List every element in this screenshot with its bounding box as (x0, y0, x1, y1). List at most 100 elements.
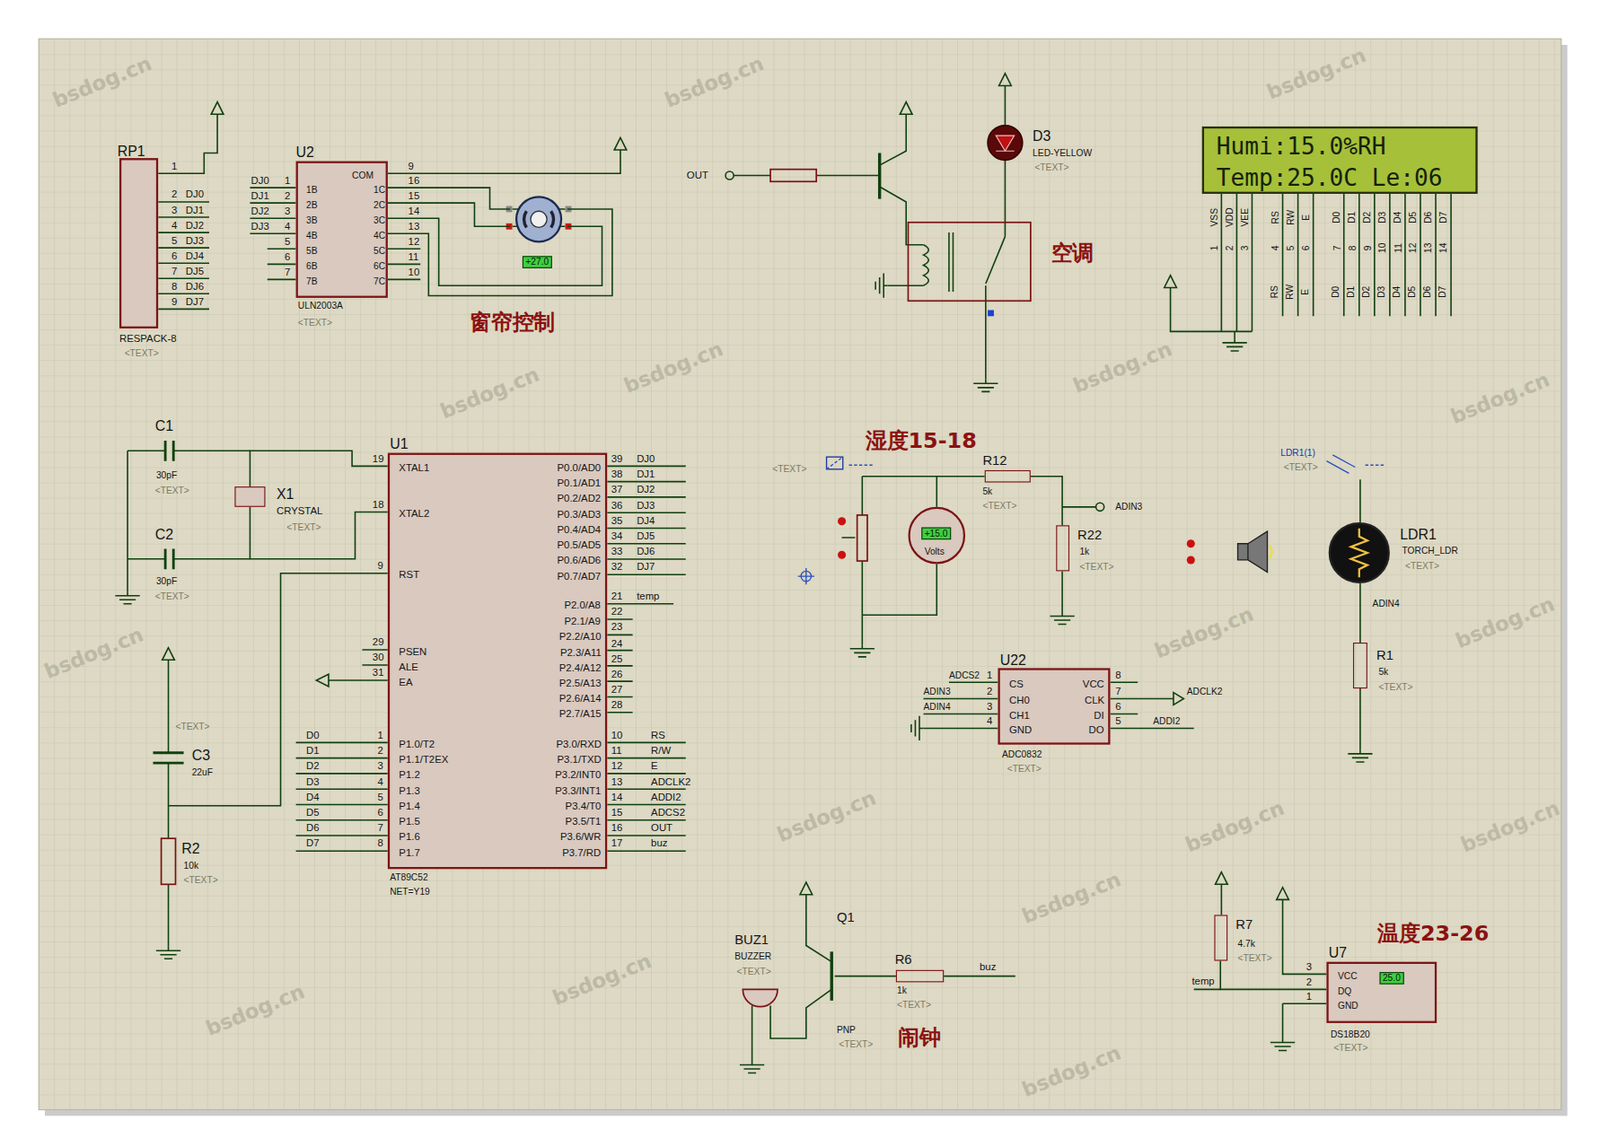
ground-terminal (156, 947, 181, 960)
net-label: 4 (284, 219, 291, 232)
net-label: 23 (611, 622, 624, 634)
net-label: D6 (306, 822, 320, 835)
motor-poles (524, 210, 554, 228)
component-label: RP1 (117, 142, 146, 159)
component-label: CS (1009, 678, 1024, 691)
net-label: 1 (377, 729, 383, 742)
ic-package: RP1RESPACK-8<TEXT> (119, 158, 159, 329)
net-label: D2 (306, 760, 320, 773)
net-label: ADIN3 (923, 686, 951, 698)
net-label: <TEXT> (184, 875, 219, 887)
net-label: <TEXT> (1283, 462, 1319, 474)
component-label: U7 (1328, 944, 1347, 961)
component-label: +15.0 (921, 527, 951, 541)
net-label: 4 (1270, 246, 1282, 252)
section-title: 温度23-26 (1377, 921, 1489, 946)
net-label: D2 (1361, 286, 1372, 299)
component-label: ADC0832 (1002, 749, 1042, 761)
power-terminal (1164, 275, 1178, 289)
net-label: DJ0 (251, 174, 270, 186)
net-label: 8 (1346, 246, 1358, 252)
net-label: 28 (611, 699, 624, 712)
component-label: <TEXT> (1333, 1042, 1368, 1054)
wire-connector (1220, 961, 1327, 991)
ldr-zigzag (1351, 528, 1368, 579)
pnp-base (830, 951, 834, 1002)
net-label: 14 (611, 791, 624, 804)
component-label: AT89C52 (389, 872, 428, 884)
relay-core (949, 232, 954, 292)
component-label: R7 (1235, 917, 1253, 933)
net-label: DJ1 (636, 468, 655, 481)
net-label: R/W (650, 745, 671, 757)
resistor-symbol (770, 169, 817, 183)
net-label: ADDI2 (1152, 716, 1180, 728)
ic-package: U1XTAL1XTAL2RSTPSENALEEAP1.0/T2P1.1/T2EX… (387, 453, 607, 871)
component-label: 3C (373, 215, 386, 227)
net-label: ADCS2 (949, 670, 980, 682)
net-label: OUT (650, 822, 673, 835)
net-label: 2 (284, 189, 291, 202)
net-label: 31 (372, 667, 385, 679)
power-terminal (1276, 887, 1290, 901)
net-label: 24 (611, 637, 624, 650)
ic-package: U2COM1C2C3C4C5C6C7C1B2B3B4B5B6B7BULN2003… (296, 161, 388, 299)
net-label: ADCS2 (650, 807, 686, 819)
component-label: P3.2/INT0 (554, 769, 601, 782)
component-label: DI (1093, 710, 1104, 722)
net-label: DJ7 (185, 296, 204, 308)
net-label: 8 (1115, 669, 1121, 682)
net-label: 6 (171, 249, 177, 262)
ground-terminal (739, 1061, 765, 1074)
component-label: <TEXT> (982, 501, 1017, 512)
net-label: 38 (611, 468, 624, 481)
net-label: 6 (284, 251, 291, 264)
component-label: P1.2 (398, 769, 420, 782)
component-label: P3.3/INT1 (554, 785, 601, 798)
component-label: CH0 (1009, 694, 1030, 707)
power-terminal (1215, 872, 1229, 886)
watermark: bsdog.cn (49, 51, 156, 113)
ds18b20-wires (1194, 884, 1328, 1039)
watermark: bsdog.cn (41, 622, 148, 684)
component-label: U2 (296, 143, 315, 160)
terminal (725, 171, 734, 180)
net-label: D7 (1438, 211, 1450, 224)
component-label: P2.5/A13 (559, 677, 602, 690)
ground-terminal (1270, 1038, 1295, 1052)
component-label: P2.4/A12 (559, 661, 602, 674)
net-label: 9 (377, 560, 383, 572)
net-label: 16 (611, 822, 624, 835)
wire-connector (1030, 476, 1063, 527)
component-label: 1C (373, 184, 386, 196)
ac-wires (733, 85, 1005, 379)
net-label: temp (636, 590, 660, 603)
component-label: 6B (306, 261, 318, 273)
net-label: buz (979, 961, 996, 974)
light-beam (1326, 455, 1355, 474)
net-label: PNP (836, 1025, 856, 1037)
ground-terminal (1222, 338, 1248, 352)
component-label: P1.6 (398, 831, 420, 844)
net-label: 9 (1362, 246, 1373, 252)
net-label: <TEXT> (737, 967, 772, 978)
component-label: 6C (373, 261, 386, 273)
wire-connector (249, 450, 387, 487)
net-label: 14 (408, 204, 421, 217)
component-label: P3.0/RXD (555, 738, 602, 751)
net-label: D1 (1346, 211, 1358, 224)
lcd-wires (1170, 193, 1452, 339)
net-label: RS (650, 729, 666, 742)
component-label: <TEXT> (1405, 561, 1440, 572)
ic-package: U22CSCH0CH1GNDVCCCLKDIDOADC0832<TEXT> (997, 668, 1110, 745)
net-label: D0 (1329, 286, 1341, 299)
voltmeter-symbol: +15.0Volts (907, 507, 966, 565)
net-label: BUZZER (734, 951, 772, 963)
net-label: DJ3 (251, 219, 270, 232)
ground-terminal (850, 644, 875, 658)
ldr-wires (1359, 479, 1362, 750)
net-label: 26 (611, 668, 624, 680)
relay-housing (907, 222, 1030, 302)
net-label: D6 (1422, 286, 1433, 299)
net-label: 3 (377, 760, 383, 773)
